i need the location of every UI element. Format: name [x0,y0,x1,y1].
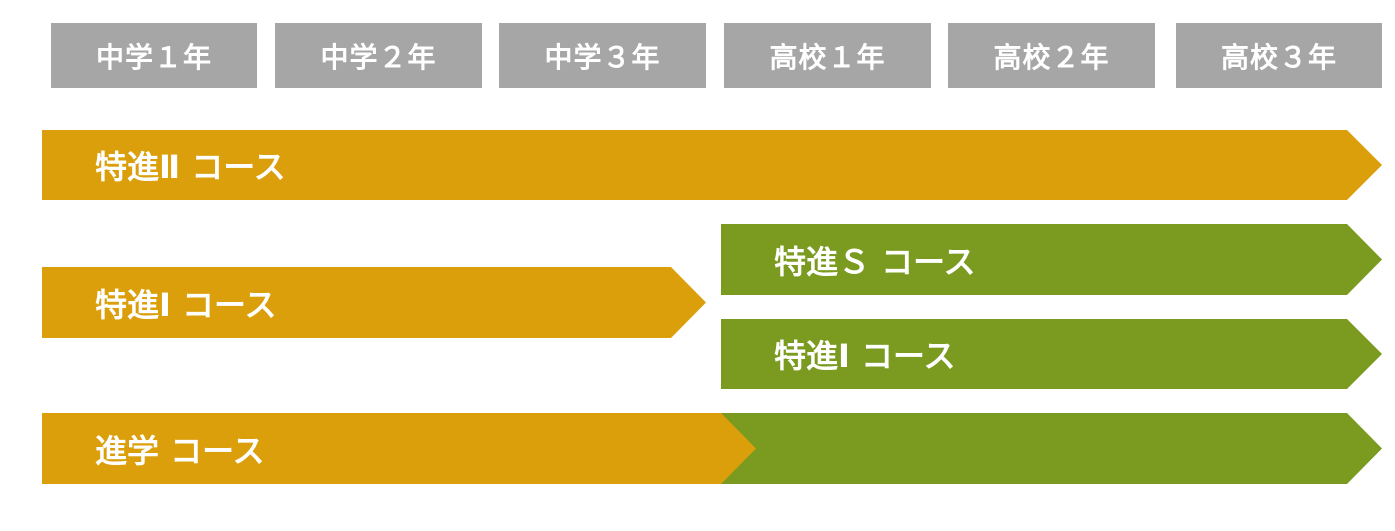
course-arrow-tokushin1-high: 特進Ⅰ コース [721,319,1382,389]
grade-header-jh1: 中学１年 [51,23,257,88]
course-arrow-shingaku-high [721,413,1382,484]
course-arrow-tokushin-s: 特進Ｓ コース [721,224,1382,295]
course-label-shingaku: 進学 コース [95,431,265,470]
course-arrow-tokushin1-junior: 特進Ⅰ コース [42,267,706,338]
course-arrow-shingaku-junior: 進学 コース [42,413,756,484]
grade-header-hs1: 高校１年 [724,23,931,88]
course-arrow-tokushin2: 特進Ⅱ コース [42,130,1382,200]
grade-header-jh2: 中学２年 [275,23,482,88]
grade-header-hs3: 高校３年 [1176,23,1382,88]
course-label-tokushin1-junior: 特進Ⅰ コース [95,285,277,324]
course-label-tokushin1-high: 特進Ⅰ コース [774,337,956,375]
course-label-tokushin-s: 特進Ｓ コース [774,242,976,281]
course-label-tokushin2: 特進Ⅱ コース [95,148,286,186]
grade-header-hs2: 高校２年 [948,23,1155,88]
grade-header-jh3: 中学３年 [499,23,706,88]
